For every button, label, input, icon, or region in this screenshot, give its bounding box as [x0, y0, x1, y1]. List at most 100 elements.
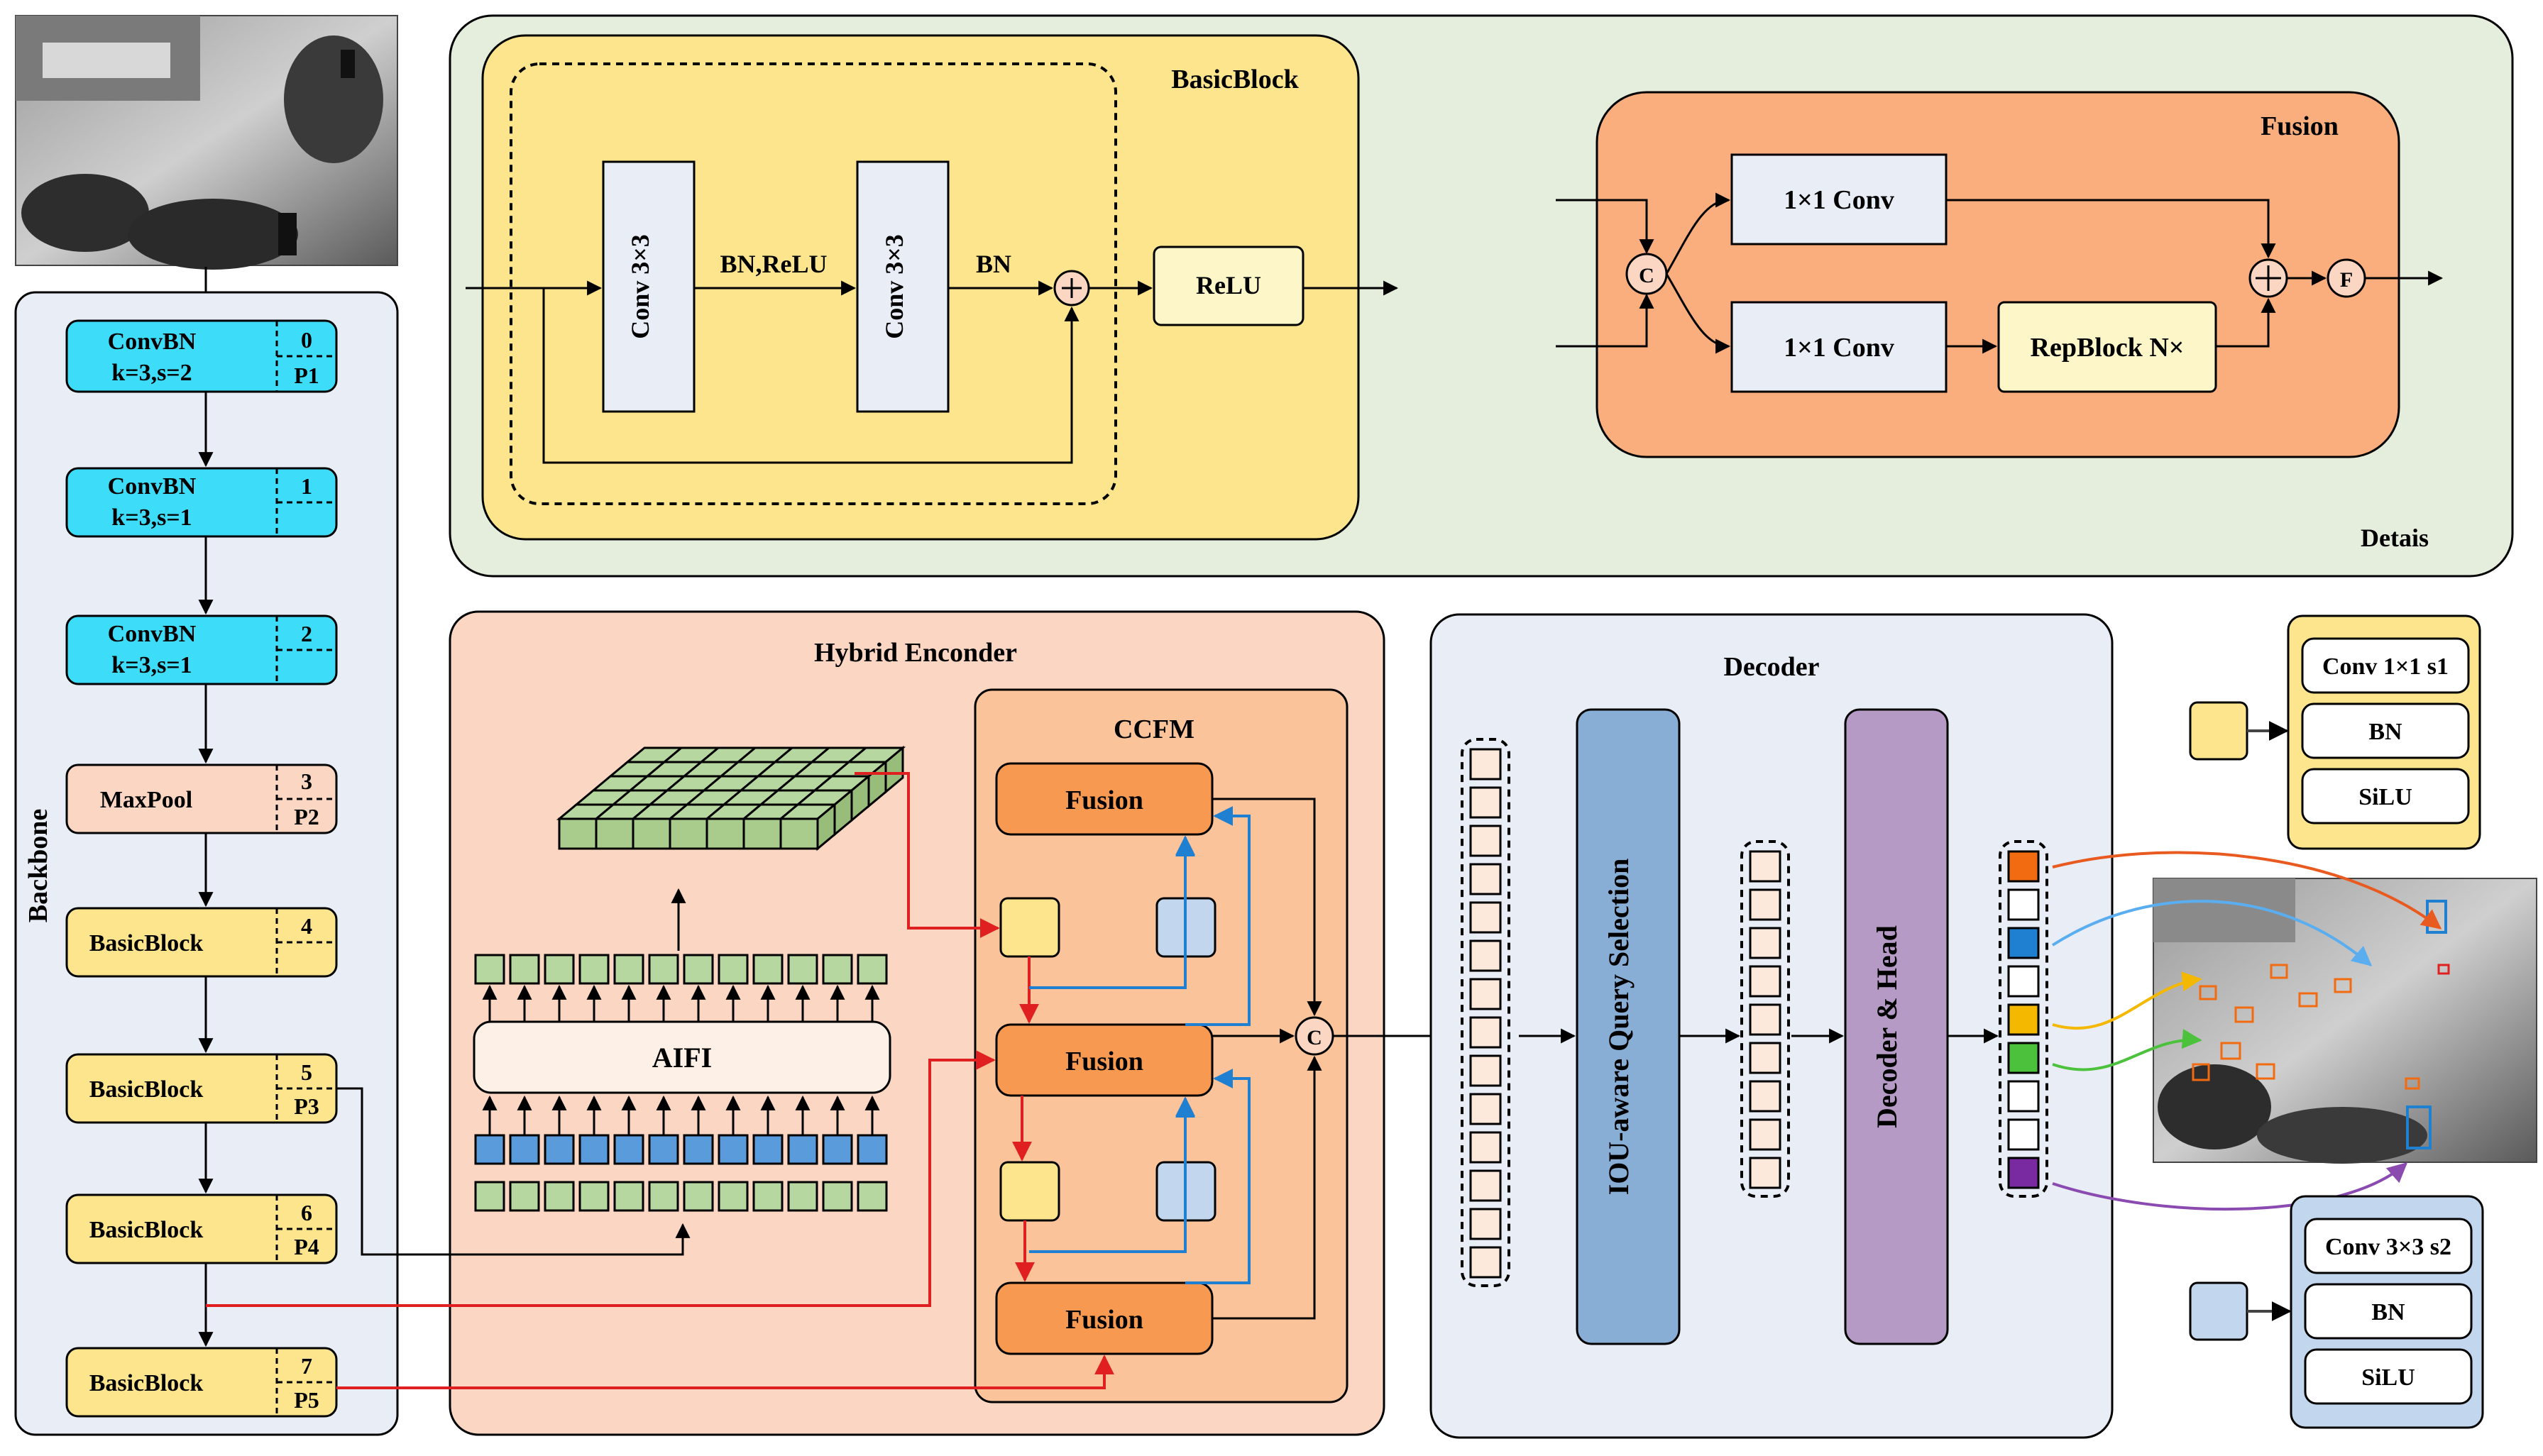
green-token-row-bottom — [474, 1181, 888, 1212]
token — [613, 1134, 644, 1165]
token — [474, 1134, 505, 1165]
block-tag: P5 — [294, 1387, 319, 1413]
token — [509, 1181, 540, 1212]
block-label: BasicBlock — [89, 1217, 204, 1243]
token — [857, 1134, 888, 1165]
feature-cell — [705, 817, 745, 850]
legend-blue: Conv 3×3 s2 BN SiLU — [2189, 1195, 2484, 1429]
token — [683, 1181, 714, 1212]
token — [2007, 1157, 2040, 1189]
green-token-row-top — [474, 954, 888, 985]
block-index: 3 — [301, 768, 312, 794]
block-index: 0 — [301, 327, 312, 353]
token — [1469, 748, 1502, 781]
conv2-label: Conv 3×3 — [880, 234, 908, 339]
red-arrows — [206, 772, 1114, 1389]
iou-query-selection-block: IOU-aware Query Selection — [1576, 708, 1681, 1345]
token — [2007, 1080, 2040, 1113]
token — [613, 954, 644, 985]
block-index: 5 — [301, 1059, 312, 1085]
token — [1469, 1093, 1502, 1125]
decoder-head-block: Decoder & Head — [1844, 708, 1949, 1345]
concat-label: C — [1639, 264, 1654, 287]
query-selection-label: IOU-aware Query Selection — [1603, 859, 1635, 1196]
backbone-block-4: BasicBlock 4 — [65, 907, 338, 978]
blue-arrows — [1029, 806, 1251, 1284]
block-label: BasicBlock — [89, 930, 204, 956]
relu-box — [1153, 246, 1305, 326]
concat-arrows — [1212, 798, 1454, 1320]
token — [1749, 1042, 1781, 1074]
legend-yellow-row-0: Conv 1×1 s1 — [2322, 653, 2449, 680]
token — [509, 954, 540, 985]
token — [578, 1181, 610, 1212]
fusion-detail: Fusion 1×1 Conv 1×1 Conv RepBlock N× C F — [1556, 91, 2444, 458]
fusion-top-label: Fusion — [1065, 785, 1143, 815]
ccfm-conv1x1-square-bot — [999, 1161, 1060, 1222]
legend-blue-row-1: BN — [2371, 1299, 2405, 1325]
ccfm-fusion-mid: Fusion — [995, 1023, 1214, 1097]
token — [1749, 1080, 1781, 1113]
repblock-label: RepBlock N× — [2031, 333, 2185, 363]
token — [2007, 888, 2040, 921]
token — [1749, 888, 1781, 921]
token — [1749, 1118, 1781, 1151]
token — [1749, 850, 1781, 883]
block-tag: P1 — [294, 363, 319, 388]
token — [1469, 939, 1502, 972]
feature-cell — [779, 817, 819, 850]
token — [857, 1181, 888, 1212]
aifi-label: AIFI — [652, 1042, 712, 1074]
token-frame — [1740, 840, 1790, 1198]
ccfm-concat-node: C — [1295, 1016, 1334, 1056]
token — [752, 954, 784, 985]
backbone-block-7: BasicBlock 7 P5 — [65, 1347, 338, 1418]
token — [787, 1134, 818, 1165]
block-index: 1 — [301, 473, 312, 499]
token — [2007, 1118, 2040, 1151]
token — [544, 1181, 575, 1212]
conv-3x3-1 — [602, 160, 696, 413]
feature-cell — [742, 817, 782, 850]
encoder-title: Hybrid Enconder — [814, 638, 1017, 668]
token — [544, 1134, 575, 1165]
legend-yellow-row-2: SiLU — [2358, 784, 2412, 810]
token — [787, 954, 818, 985]
ccfm-concat-label: C — [1307, 1026, 1322, 1049]
fusion-title: Fusion — [2261, 111, 2339, 141]
decoder-memory-tokens — [1461, 738, 1510, 1287]
output-image — [2153, 878, 2537, 1164]
feature-map-3d — [556, 745, 906, 851]
token — [718, 1181, 749, 1212]
decoder-head-label: Decoder & Head — [1871, 925, 1903, 1128]
block-label: BasicBlock — [89, 1370, 204, 1396]
token — [544, 954, 575, 985]
token — [1469, 863, 1502, 895]
token — [1749, 1003, 1781, 1036]
token — [1469, 1054, 1502, 1087]
token — [474, 1181, 505, 1212]
flatten-label: F — [2340, 268, 2353, 292]
blue-token-row — [474, 1134, 888, 1165]
feature-cell — [816, 802, 836, 851]
token — [1469, 1208, 1502, 1240]
token — [857, 954, 888, 985]
relu-label: ReLU — [1196, 271, 1261, 299]
block-sub: k=3,s=1 — [111, 652, 192, 678]
details-title: Detais — [2361, 524, 2429, 552]
token-frame — [1461, 738, 1510, 1287]
token — [1749, 1157, 1781, 1189]
block-index: 7 — [301, 1353, 312, 1379]
block-index: 6 — [301, 1200, 312, 1225]
block-sub: k=3,s=2 — [111, 360, 192, 386]
block-tag: P4 — [294, 1234, 319, 1259]
token — [822, 954, 853, 985]
block-index: 4 — [301, 913, 312, 939]
token — [683, 954, 714, 985]
block-label: ConvBN — [108, 473, 197, 500]
decoder-query-tokens — [1740, 840, 1790, 1198]
token — [1469, 786, 1502, 819]
conv-b-label: 1×1 Conv — [1784, 333, 1894, 363]
backbone-block-1: ConvBN k=3,s=1 1 — [65, 467, 338, 538]
block-label: ConvBN — [108, 621, 197, 647]
